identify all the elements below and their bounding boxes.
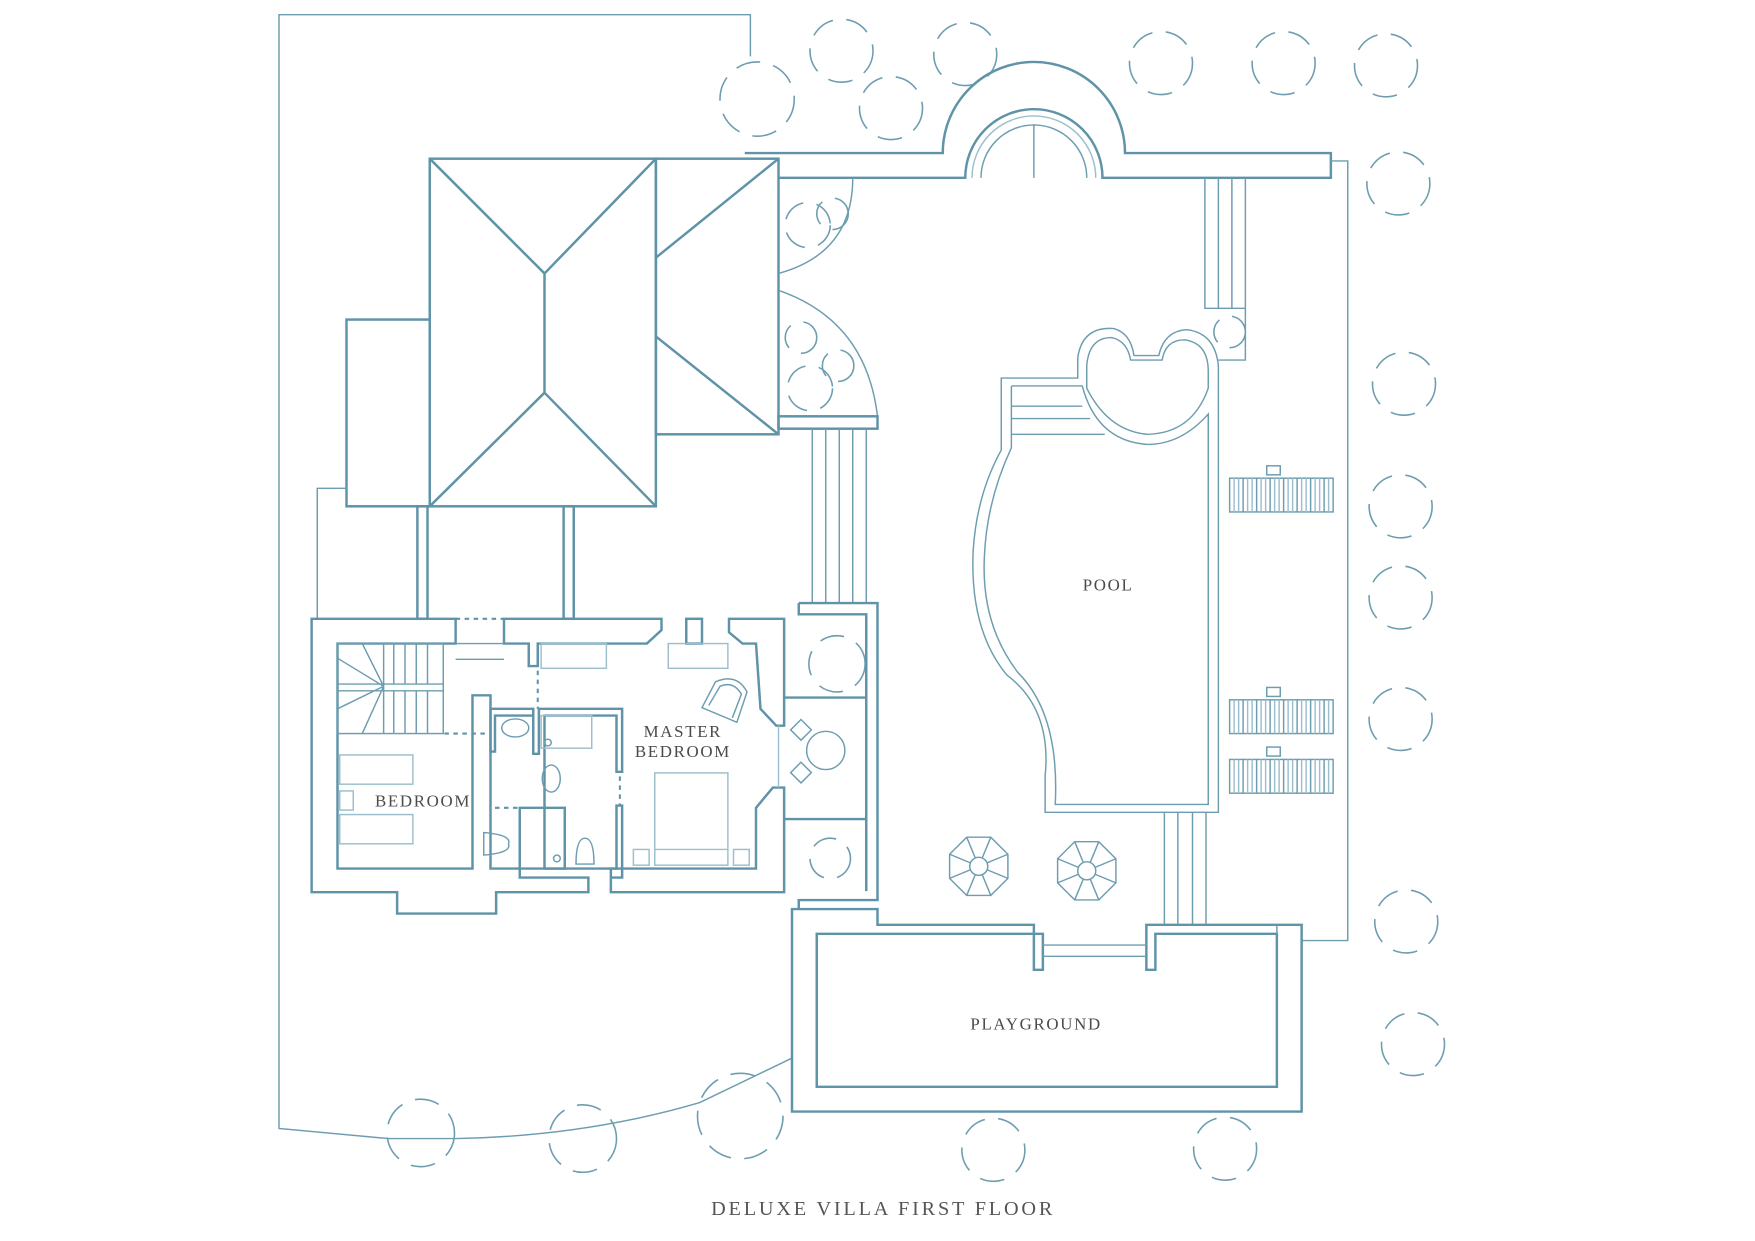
tree-icon [1251, 30, 1316, 96]
terrace-wall-top [744, 60, 1349, 942]
sun-lounger-icon [1228, 746, 1334, 794]
tree-icon [961, 1117, 1026, 1183]
tree-icon [932, 21, 998, 87]
tree-icon [1368, 686, 1433, 752]
house-walls [310, 617, 786, 915]
sun-lounger-icon [1228, 465, 1334, 513]
tree-icon [1368, 565, 1433, 630]
tree-icon [1192, 1116, 1258, 1181]
tree-icon [1366, 151, 1431, 216]
sun-loungers [1228, 465, 1334, 794]
tree-icon [1368, 474, 1433, 539]
umbrella-icon [1056, 840, 1117, 901]
tree-icon [821, 349, 855, 383]
tree-icon [858, 75, 924, 141]
armchair [700, 678, 748, 724]
tree-icon [784, 321, 818, 355]
master-bedroom-label-line1: MASTER [644, 722, 723, 741]
tree-icon [1380, 1011, 1446, 1077]
balcony [784, 601, 879, 910]
tree-icon [386, 1098, 456, 1168]
bed [339, 813, 414, 845]
staircase [336, 642, 504, 735]
lot-boundary [278, 13, 794, 1140]
roof [316, 157, 780, 621]
tree-icon [1213, 315, 1247, 349]
tree-icon [1128, 30, 1194, 96]
master-bed [654, 772, 729, 866]
tree-icon [786, 364, 834, 412]
tree-icon [1371, 351, 1437, 416]
tree-icon [1353, 33, 1419, 98]
tree-icon [808, 634, 866, 693]
pool [972, 327, 1220, 814]
tree-icon [1373, 889, 1439, 954]
bed [339, 754, 414, 785]
tree-icon [784, 201, 832, 249]
steps [1163, 177, 1247, 925]
garden-walkway [777, 177, 879, 604]
playground-label: PLAYGROUND [970, 1014, 1101, 1033]
tree-icon [696, 1072, 784, 1160]
pool-label: POOL [1083, 576, 1134, 595]
tree-icon [719, 61, 796, 137]
master-bedroom-label-line2: BEDROOM [635, 742, 731, 761]
tree-icon [809, 18, 874, 83]
umbrellas [948, 836, 1117, 901]
umbrella-icon [948, 836, 1009, 897]
tree-icon [548, 1104, 618, 1174]
trees [386, 18, 1446, 1183]
bedroom-label: BEDROOM [375, 792, 471, 811]
playground [790, 907, 1303, 1113]
tree-icon [809, 837, 852, 880]
sun-lounger-icon [1228, 686, 1334, 735]
plan-title: DELUXE VILLA FIRST FLOOR [711, 1198, 1055, 1220]
